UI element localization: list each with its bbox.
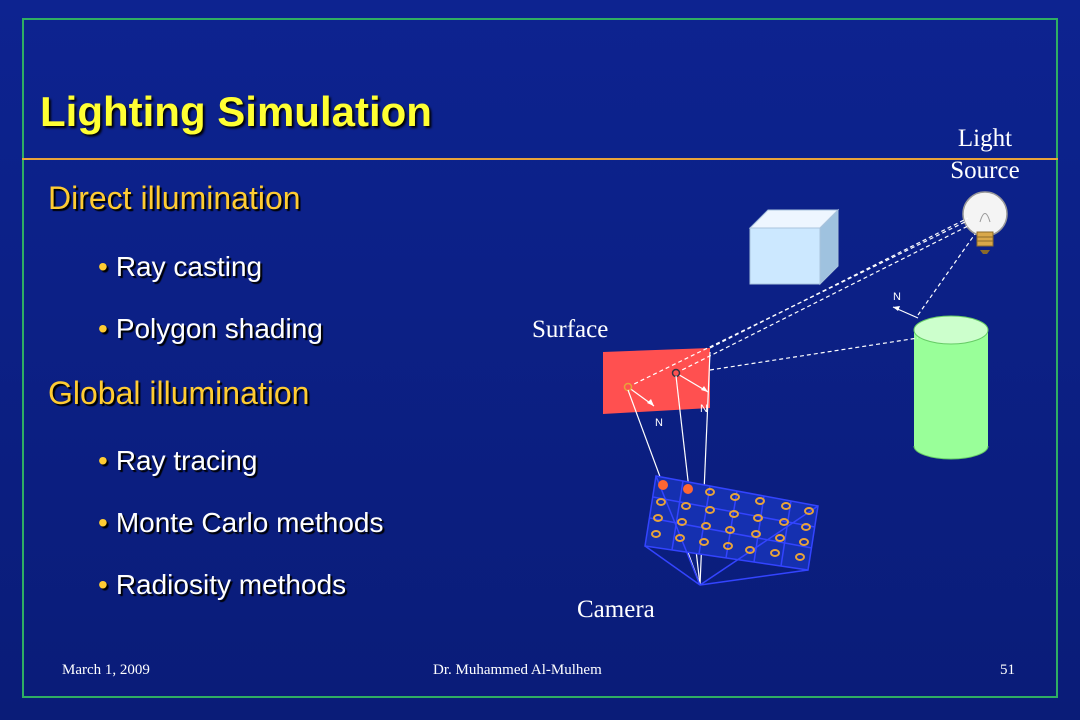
bullet-monte-carlo: •Monte Carlo methods xyxy=(98,507,384,539)
bullet-ray-tracing: •Ray tracing xyxy=(98,445,257,477)
bullet-dot-icon: • xyxy=(98,313,108,344)
image-plane-grid xyxy=(644,475,819,586)
light-source-label-line1: Light xyxy=(958,125,1012,152)
surface-label: Surface xyxy=(532,316,608,343)
heading-global-illumination: Global illumination xyxy=(48,375,310,411)
hit-point xyxy=(671,368,681,378)
surface-polygon xyxy=(603,348,710,414)
bullet-dot-icon: • xyxy=(98,507,108,538)
bullet-text: Ray casting xyxy=(115,251,263,282)
cube-object xyxy=(748,208,840,286)
bullet-dot-icon: • xyxy=(98,251,108,282)
normal-arrowheads xyxy=(647,306,900,406)
active-pixel xyxy=(683,484,693,494)
bullet-text: Radiosity methods xyxy=(115,569,347,600)
shadow-rays xyxy=(627,217,976,388)
slide-frame xyxy=(22,18,1058,698)
footer-page-number: 51 xyxy=(1000,662,1015,678)
camera-label: Camera xyxy=(577,596,655,623)
active-pixel xyxy=(658,480,668,490)
title-divider xyxy=(22,158,1058,160)
footer-author: Dr. Muhammed Al-Mulhem xyxy=(433,662,602,678)
bullet-dot-icon: • xyxy=(98,445,108,476)
cylinder-object xyxy=(913,315,989,460)
normal-label-1: N xyxy=(655,417,663,429)
bullet-radiosity: •Radiosity methods xyxy=(98,569,346,601)
normal-label-2: N xyxy=(700,403,708,415)
bullet-text: Ray tracing xyxy=(115,445,258,476)
footer-date: March 1, 2009 xyxy=(62,662,150,678)
bullet-ray-casting: •Ray casting xyxy=(98,251,262,283)
hit-point xyxy=(623,382,633,392)
bullet-dot-icon: • xyxy=(98,569,108,600)
light-bulb-icon xyxy=(962,191,1008,254)
bullet-text: Polygon shading xyxy=(115,313,323,344)
normal-label-3: N xyxy=(893,291,901,303)
light-source-label-line2: Source xyxy=(950,157,1019,184)
lighting-diagram: Light Source Surface Camera xyxy=(532,125,1020,623)
bullet-polygon-shading: •Polygon shading xyxy=(98,313,323,345)
slide-title: Lighting Simulation xyxy=(40,88,432,135)
heading-direct-illumination: Direct illumination xyxy=(48,180,301,216)
bullet-text: Monte Carlo methods xyxy=(115,507,384,538)
